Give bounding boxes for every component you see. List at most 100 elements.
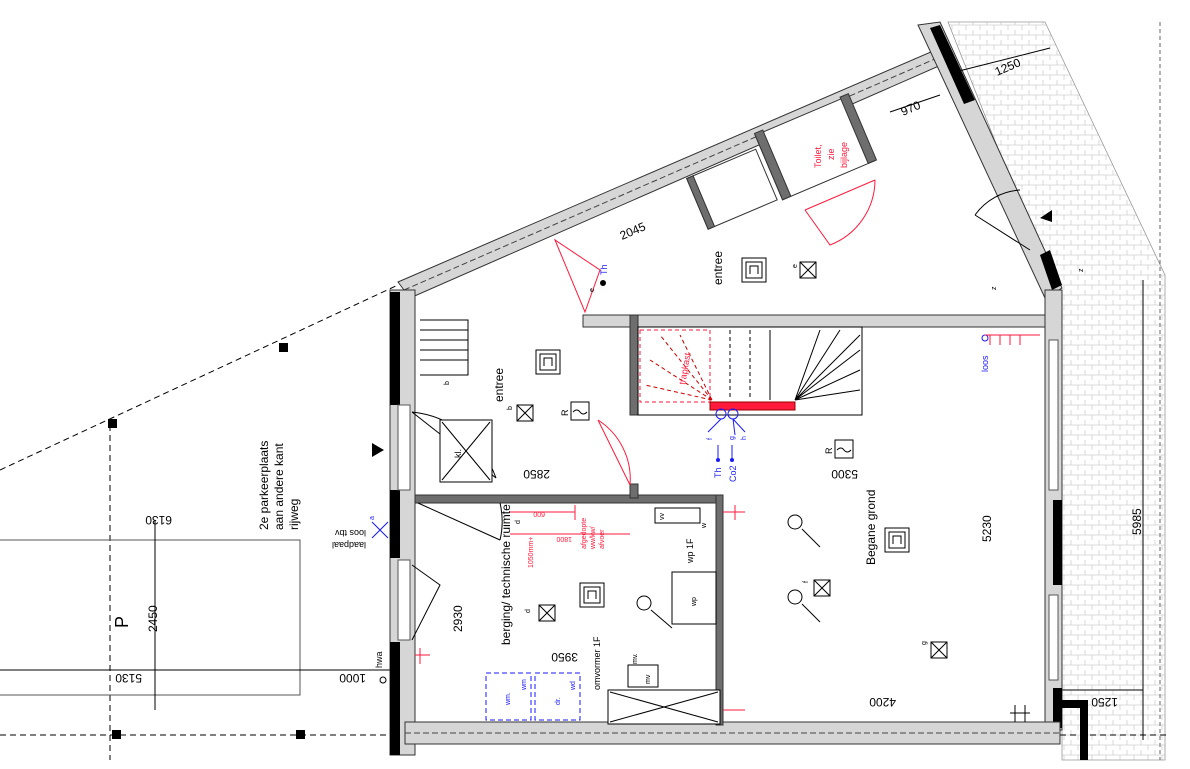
svg-text:laadpaal: laadpaal [332, 540, 366, 550]
label-r2: R [824, 447, 834, 454]
svg-text:afgedopte: afgedopte [581, 518, 588, 549]
dim-5230: 5230 [980, 515, 994, 542]
room-label-berging: berging/ technische ruimte [499, 504, 513, 645]
window-west [397, 404, 411, 491]
wall-stair [629, 314, 639, 416]
ceiling-light-icon [930, 641, 948, 659]
label-mv1: mv. [632, 653, 639, 664]
marker [279, 343, 288, 352]
dim-4200: 4200 [869, 695, 896, 709]
door-swing-east[interactable] [974, 189, 1031, 251]
svg-text:bijlage: bijlage [839, 142, 849, 168]
dim-1000: 1000 [339, 671, 366, 685]
label-g2: g [729, 436, 736, 440]
label-d2: d [515, 520, 522, 524]
label-f2: f [707, 438, 714, 440]
dim-2930: 2930 [451, 605, 465, 632]
wall-east-black [1053, 688, 1062, 728]
label-co2: Co2 [728, 465, 738, 482]
wall-west-black [390, 292, 400, 405]
wall-east-diagonal-black [930, 25, 975, 104]
dim-1250-bottom: 1250 [1091, 695, 1118, 709]
dim-5300: 5300 [831, 467, 858, 481]
heat-pump-unit [671, 571, 717, 625]
wall-interior-hall [582, 314, 1046, 328]
door-swing-west[interactable] [411, 564, 441, 641]
dim-5985: 5985 [1130, 508, 1144, 535]
svg-text:2e parkeerplaats: 2e parkeerplaats [257, 441, 271, 530]
room-label-entree-left: entree [492, 368, 506, 402]
label-loos-laadpaal: laadpaal loos tbv [332, 528, 366, 550]
wall-east-black [1053, 500, 1062, 585]
marker [108, 419, 117, 428]
red-socket [415, 648, 430, 664]
floor-title: Begane grond [864, 490, 878, 565]
label-wm1: wm. [505, 692, 512, 706]
hall-door-swing[interactable] [597, 419, 631, 486]
radiator-icon [834, 439, 854, 459]
kl-shaft-cross [441, 421, 491, 481]
wall-west-black [390, 642, 400, 755]
label-th1: Th [599, 264, 609, 275]
dim-970: 970 [899, 98, 923, 119]
label-b2: b [507, 406, 514, 410]
label-mv2: mv [645, 674, 652, 684]
label-loos: loos [980, 355, 990, 372]
thermostat [600, 280, 606, 286]
vv-unit [654, 507, 701, 524]
dim-2045: 2045 [618, 219, 648, 242]
parking-boundary-dashed [0, 284, 399, 471]
washer-space [485, 672, 532, 721]
label-dr: dr. [555, 697, 562, 705]
dim-line-970 [889, 94, 941, 113]
red-socket-group [985, 334, 1040, 345]
floor-heating-icon [884, 527, 910, 553]
label-hwa: hwa [374, 651, 384, 668]
label-g1: g [921, 641, 928, 645]
laadpaal-x [371, 521, 389, 539]
svg-text:rijweg: rijweg [287, 499, 301, 530]
dim-5130: 5130 [115, 671, 142, 685]
svg-text:Toilet,: Toilet, [813, 144, 823, 168]
label-a: a [369, 516, 376, 520]
sensor-arrow [801, 528, 821, 548]
tech-door-swing[interactable] [417, 502, 503, 541]
staircase [637, 326, 863, 416]
room-label-entree-top: entree [711, 251, 725, 285]
sensor-arrow [650, 609, 673, 629]
label-afgedopte: afgedopte ww/kw/ afvoer [581, 518, 606, 550]
toilet-door-swing[interactable] [804, 179, 876, 246]
ceiling-light-icon [538, 604, 556, 622]
red-pipes [510, 505, 630, 535]
wall-corner-black [1062, 700, 1088, 760]
room-label-toilet: Toilet, zie bijlage [813, 142, 849, 168]
toilet-room [686, 93, 878, 230]
label-wp1f: wp 1F [685, 538, 695, 564]
north-arrow-marker [372, 443, 384, 457]
dim-6130: 6130 [145, 513, 172, 527]
label-kl: kl. [453, 449, 463, 458]
door-swing-hall[interactable] [553, 238, 601, 314]
svg-text:afvoer: afvoer [599, 529, 606, 549]
hwa-outlet [379, 676, 387, 684]
ceiling-light-icon [516, 404, 534, 422]
label-e2: e [589, 288, 596, 292]
svg-text:ww/kw/: ww/kw/ [590, 526, 597, 550]
label-1800: 1800 [556, 535, 572, 542]
label-f1: f [803, 581, 810, 583]
outlet [1010, 705, 1030, 722]
label-600: 600 [533, 510, 545, 517]
sensor-icon [787, 514, 803, 530]
ceiling-light-icon [799, 261, 817, 279]
label-e1: e [792, 264, 799, 268]
label-h: h [741, 436, 748, 440]
parking-space [0, 539, 301, 696]
parking-symbol: P [112, 616, 132, 628]
label-vv: vv [659, 513, 666, 521]
svg-text:aan andere kant: aan andere kant [272, 443, 286, 530]
loos-outlet [981, 334, 989, 342]
wall-west-black [390, 490, 400, 558]
floor-heating-icon [741, 257, 767, 283]
svg-text:loos tbv: loos tbv [334, 528, 366, 538]
wall-tech-top [414, 494, 721, 504]
